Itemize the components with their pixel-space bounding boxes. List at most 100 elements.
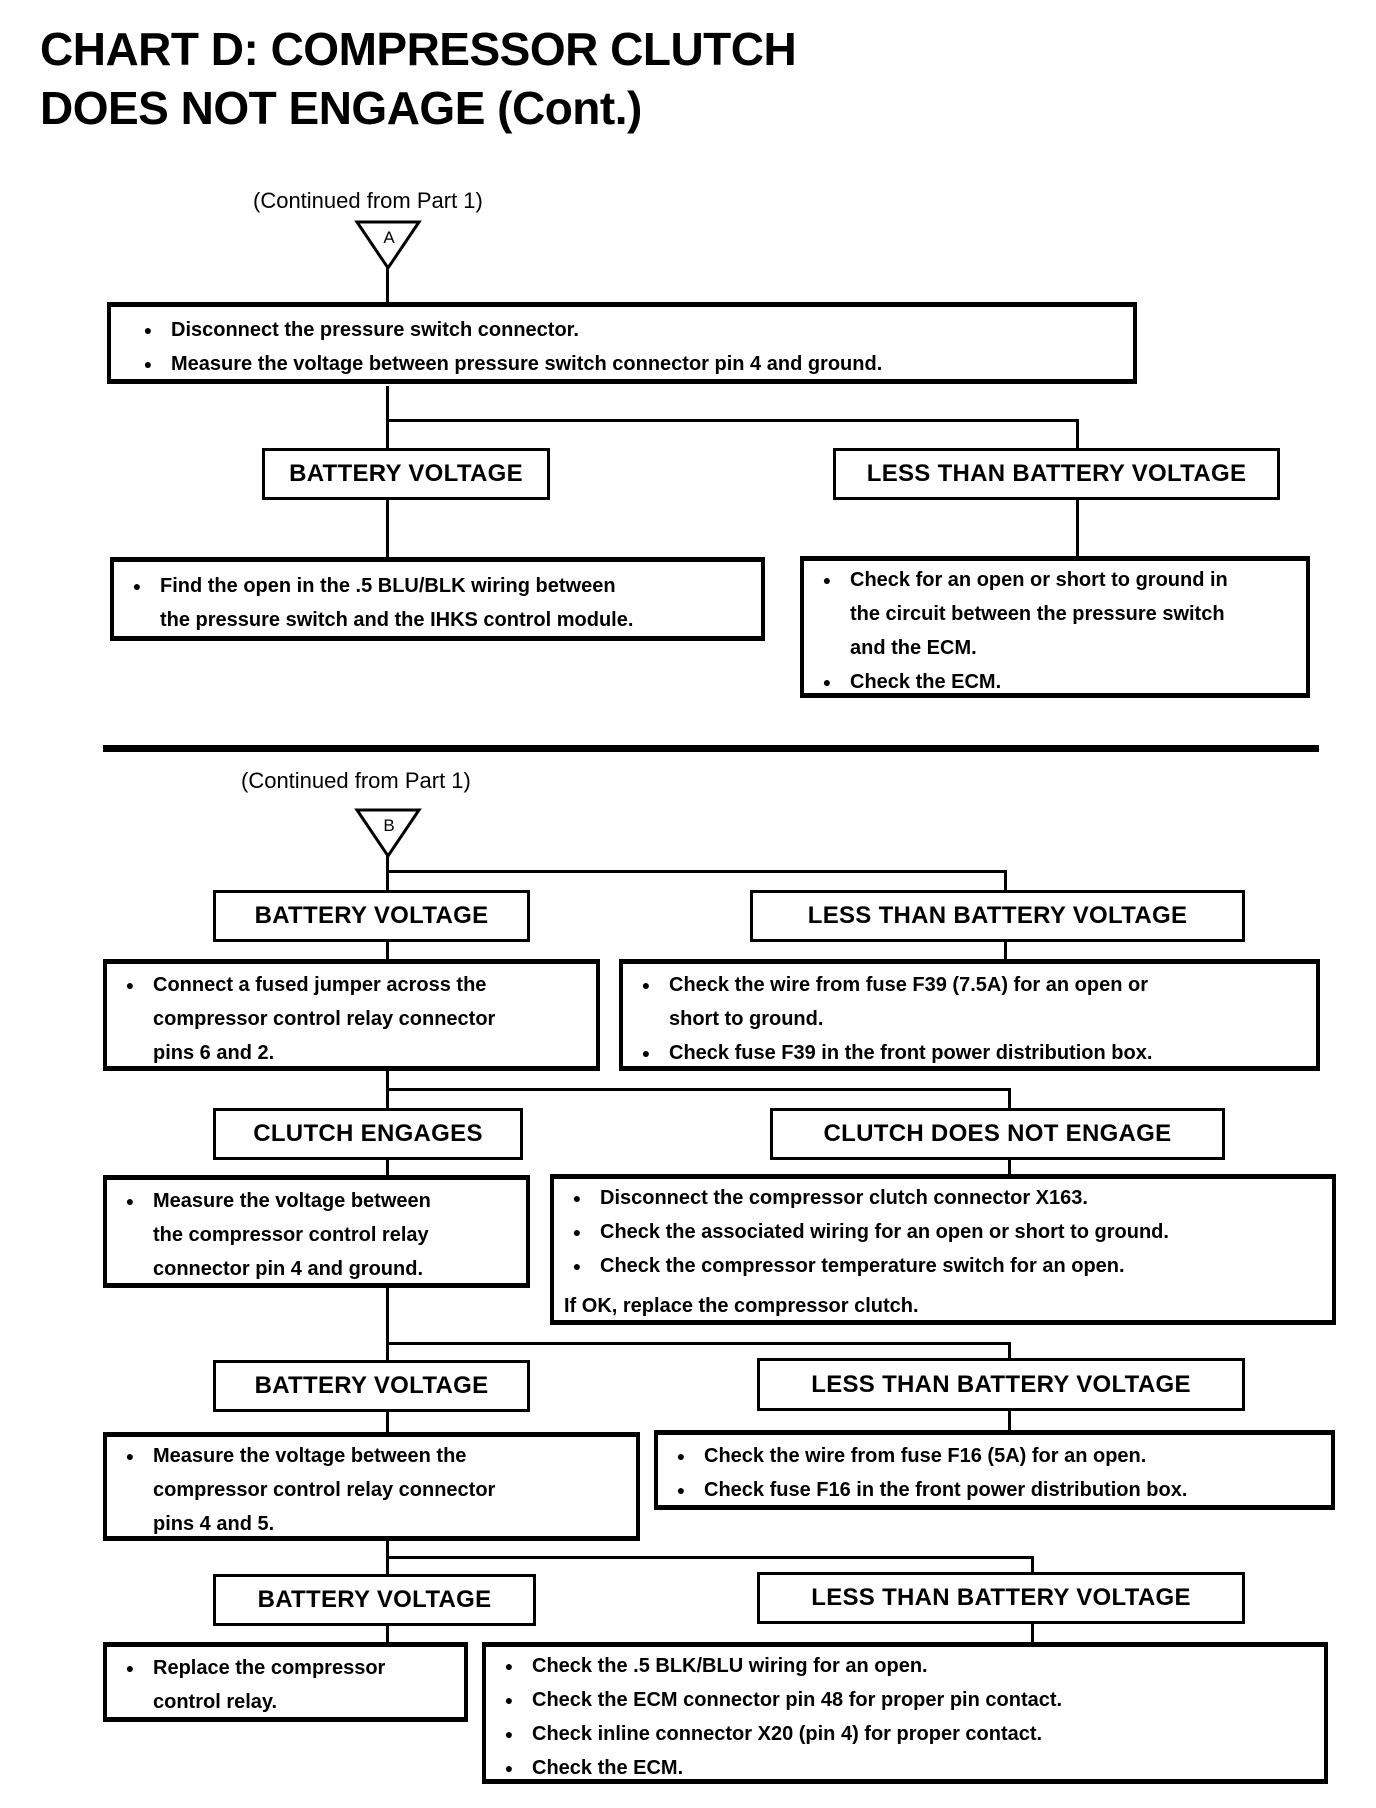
line-text: Measure the voltage between (153, 1190, 431, 1212)
bullet-icon: ● (676, 1482, 686, 1498)
connector-line (386, 1556, 1034, 1559)
connector-line (386, 1541, 389, 1556)
line-text: compressor control relay connector (153, 1008, 496, 1030)
outcome-battery-voltage-b3: BATTERY VOLTAGE (213, 1574, 536, 1626)
connector-line (386, 1071, 389, 1088)
connector-line (386, 1559, 389, 1574)
bullet-icon: ● (641, 977, 651, 993)
line-text: compressor control relay connector (153, 1479, 496, 1501)
line-text: Disconnect the pressure switch connector… (171, 319, 579, 341)
action-relay-pin4: ●Measure the voltage between the compres… (103, 1175, 530, 1288)
outcome-less-than-battery-b3: LESS THAN BATTERY VOLTAGE (757, 1572, 1245, 1624)
outcome-clutch-engages: CLUTCH ENGAGES (213, 1108, 523, 1160)
bullet-icon: ● (504, 1726, 514, 1742)
action-fuse-f16: ● Check the wire from fuse F16 (5A) for a… (654, 1430, 1335, 1510)
connector-line (386, 386, 389, 419)
bullet-icon: ● (572, 1224, 582, 1240)
connector-b-triangle (354, 808, 422, 859)
connector-a-icon: A (354, 220, 422, 271)
if-ok-note: If OK, replace the compressor clutch. (564, 1295, 919, 1317)
line-text: Check the ECM connector pin 48 for prope… (532, 1689, 1063, 1711)
line-text: pins 4 and 5. (153, 1513, 275, 1535)
connector-line (1008, 1345, 1011, 1358)
line-text: Check fuse F39 in the front power distri… (669, 1042, 1153, 1064)
outcome-battery-voltage-b1: BATTERY VOLTAGE (213, 890, 530, 942)
bullet-icon: ● (572, 1190, 582, 1206)
connector-line (386, 422, 389, 448)
connector-a-letter: A (383, 228, 395, 247)
line-text: Replace the compressor (153, 1657, 386, 1679)
page-title-line1: CHART D: COMPRESSOR CLUTCH (40, 23, 797, 75)
page-title-line2: DOES NOT ENGAGE (Cont.) (40, 82, 642, 134)
outcome-battery-voltage-a: BATTERY VOLTAGE (262, 448, 550, 500)
line-text: Check the ECM. (850, 671, 1002, 693)
action-pressure-ecm: ● Check for an open or short to ground in… (800, 556, 1310, 698)
bullet-icon: ● (504, 1692, 514, 1708)
outcome-less-than-battery-b1: LESS THAN BATTERY VOLTAGE (750, 890, 1245, 942)
outcome-less-than-battery-a: LESS THAN BATTERY VOLTAGE (833, 448, 1280, 500)
connector-b-letter: B (383, 816, 394, 835)
line-text: Check the wire from fuse F16 (5A) for an… (704, 1445, 1147, 1467)
step-box-pressure-switch: ● Disconnect the pressure switch connecto… (107, 302, 1137, 384)
connector-a-triangle (354, 220, 422, 271)
line-text: Check fuse F16 in the front power distri… (704, 1479, 1188, 1501)
bullet-icon: ● (641, 1045, 651, 1061)
action-fuse-f39: ●Check the wire from fuse F39 (7.5A) for… (619, 959, 1320, 1071)
bullet-icon: ● (504, 1658, 514, 1674)
connector-line (1076, 500, 1079, 556)
continued-from-part1-label-top: (Continued from Part 1) (253, 188, 483, 213)
line-text: connector pin 4 and ground. (153, 1258, 423, 1280)
connector-line (1031, 1559, 1034, 1572)
connector-line (1008, 1411, 1011, 1430)
action-relay-pins45: ●Measure the voltage between the compres… (103, 1432, 640, 1541)
bullet-icon: ● (504, 1760, 514, 1776)
bullet-icon: ● (572, 1258, 582, 1274)
action-blu-blk-wiring: ● Find the open in the .5 BLU/BLK wiring … (110, 557, 765, 641)
line-text: Check the associated wiring for an open … (600, 1221, 1169, 1243)
line-text: Measure the voltage between pressure swi… (171, 353, 883, 375)
line-text: Check the compressor temperature switch … (600, 1255, 1125, 1277)
line-text: Check the ECM. (532, 1757, 684, 1779)
connector-line (1004, 942, 1007, 959)
page-title: CHART D: COMPRESSOR CLUTCH DOES NOT ENGA… (40, 20, 797, 138)
connector-line (1004, 873, 1007, 890)
connector-line (386, 855, 389, 870)
bullet-icon: ● (132, 578, 142, 594)
bullet-icon: ● (822, 572, 832, 588)
bullet-icon: ● (143, 356, 153, 372)
bullet-icon: ● (125, 977, 135, 993)
connector-line (386, 870, 1007, 873)
line-text: Check inline connector X20 (pin 4) for p… (532, 1723, 1043, 1745)
line-text: and the ECM. (850, 637, 977, 659)
connector-line (386, 1412, 389, 1432)
line-text: short to ground. (669, 1008, 824, 1030)
bullet-icon: ● (125, 1193, 135, 1209)
connector-line (386, 268, 389, 304)
line-text: Find the open in the .5 BLU/BLK wiring b… (160, 575, 616, 597)
line-text: Check the .5 BLK/BLU wiring for an open. (532, 1655, 928, 1677)
connector-line (1008, 1160, 1011, 1174)
line-text: pins 6 and 2. (153, 1042, 275, 1064)
action-x163-checks: ● Disconnect the compressor clutch connec… (550, 1174, 1336, 1325)
connector-line (386, 1160, 389, 1175)
bullet-icon: ● (676, 1448, 686, 1464)
line-text: the circuit between the pressure switch (850, 603, 1225, 625)
connector-line (386, 1091, 389, 1108)
action-replace-relay: ●Replace the compressor control relay. (103, 1642, 468, 1722)
continued-from-part1-label-bottom: (Continued from Part 1) (241, 768, 471, 793)
outcome-less-than-battery-b2: LESS THAN BATTERY VOLTAGE (757, 1358, 1245, 1411)
outcome-clutch-does-not-engage: CLUTCH DOES NOT ENGAGE (770, 1108, 1225, 1160)
line-text: Disconnect the compressor clutch connect… (600, 1187, 1088, 1209)
connector-line (386, 1088, 1011, 1091)
line-text: the pressure switch and the IHKS control… (160, 609, 634, 631)
line-text: Check for an open or short to ground in (850, 569, 1228, 591)
connector-line (1076, 422, 1079, 448)
bullet-icon: ● (125, 1448, 135, 1464)
connector-line (386, 500, 389, 557)
connector-line (386, 1288, 389, 1342)
connector-line (386, 1626, 389, 1642)
outcome-battery-voltage-b2: BATTERY VOLTAGE (213, 1360, 530, 1412)
section-divider (103, 745, 1319, 752)
connector-line (386, 873, 389, 890)
